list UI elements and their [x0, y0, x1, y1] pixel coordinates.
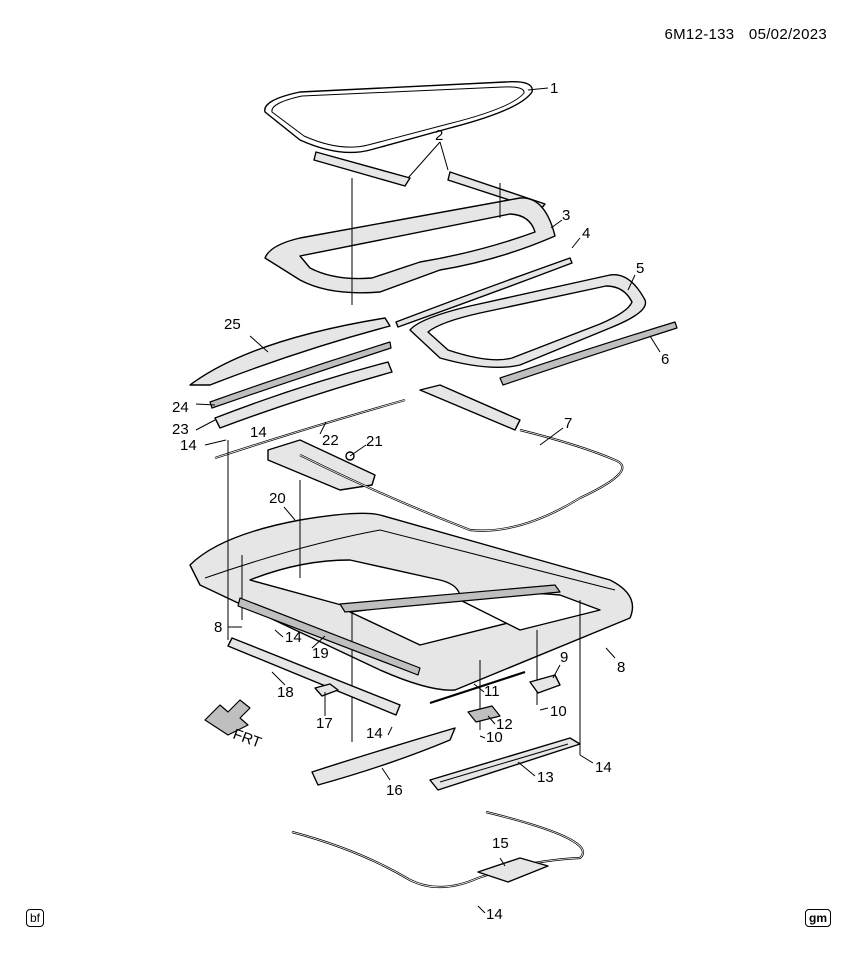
part-1-glass-panel — [264, 81, 533, 154]
part-23-rail — [214, 361, 393, 429]
part-20-housing — [189, 512, 634, 691]
part-25-deflector — [189, 317, 391, 386]
callout-1: 1 — [550, 80, 558, 97]
callout-14-b: 14 — [285, 629, 302, 646]
callout-20: 20 — [269, 490, 286, 507]
part-18-trim — [227, 637, 401, 716]
part-5-rear-glass — [409, 274, 647, 369]
callout-14-d: 14 — [595, 759, 612, 776]
gm-logo: gm — [805, 909, 831, 927]
callout-14-e: 14 — [486, 906, 503, 923]
callout-13: 13 — [537, 769, 554, 786]
callout-2: 2 — [435, 127, 443, 144]
part-11-hose — [429, 670, 526, 705]
callout-12: 12 — [496, 716, 513, 733]
callout-5: 5 — [636, 260, 644, 277]
part-15-drive-cable — [291, 810, 585, 889]
callout-11: 11 — [484, 683, 500, 700]
part-9-module — [529, 674, 561, 694]
bf-badge: bf — [26, 909, 45, 927]
callout-23: 23 — [172, 421, 189, 438]
callout-8-right: 8 — [617, 659, 625, 676]
callout-25: 25 — [224, 316, 241, 333]
callout-21: 21 — [366, 433, 383, 450]
callout-18: 18 — [277, 684, 294, 701]
callout-17: 17 — [316, 715, 333, 732]
part-4-seal — [395, 257, 573, 328]
callout-6: 6 — [661, 351, 669, 368]
callout-24: 24 — [172, 399, 189, 416]
callout-leaders — [195, 87, 661, 914]
callout-3: 3 — [562, 207, 570, 224]
part-19-rail — [237, 597, 421, 676]
callout-16: 16 — [386, 782, 403, 799]
callout-19: 19 — [312, 645, 329, 662]
front-arrow-icon: FRT — [204, 699, 264, 752]
part-13-tray — [429, 737, 581, 791]
part-3-frame — [264, 197, 556, 294]
callout-14-c: 14 — [366, 725, 383, 742]
callout-14-f: 14 — [250, 424, 267, 441]
callout-14-a: 14 — [180, 437, 197, 454]
diagram-code: 6M12-133 — [664, 26, 735, 43]
callout-22: 22 — [322, 432, 339, 449]
part-22-track — [214, 398, 406, 460]
part-24-seal — [209, 341, 392, 409]
callout-9: 9 — [560, 649, 568, 666]
part-12-motor — [467, 705, 501, 723]
front-label: FRT — [231, 726, 264, 752]
callout-7: 7 — [564, 415, 572, 432]
callout-10-right: 10 — [550, 703, 567, 720]
part-6-strip — [499, 321, 678, 386]
part-7-cable — [299, 384, 624, 532]
callout-8-left: 8 — [214, 619, 222, 636]
part-16-deflector — [311, 727, 456, 786]
diagram-date: 05/02/2023 — [748, 26, 827, 43]
callout-4: 4 — [582, 225, 590, 242]
callouts: 1 2 3 4 5 6 7 8 8 9 10 10 11 12 13 14 14… — [172, 80, 669, 923]
diagram-header: 6M12-133 05/02/2023 — [665, 26, 828, 43]
callout-10-left: 10 — [486, 729, 503, 746]
callout-15: 15 — [492, 835, 509, 852]
part-17-bracket — [314, 683, 339, 697]
